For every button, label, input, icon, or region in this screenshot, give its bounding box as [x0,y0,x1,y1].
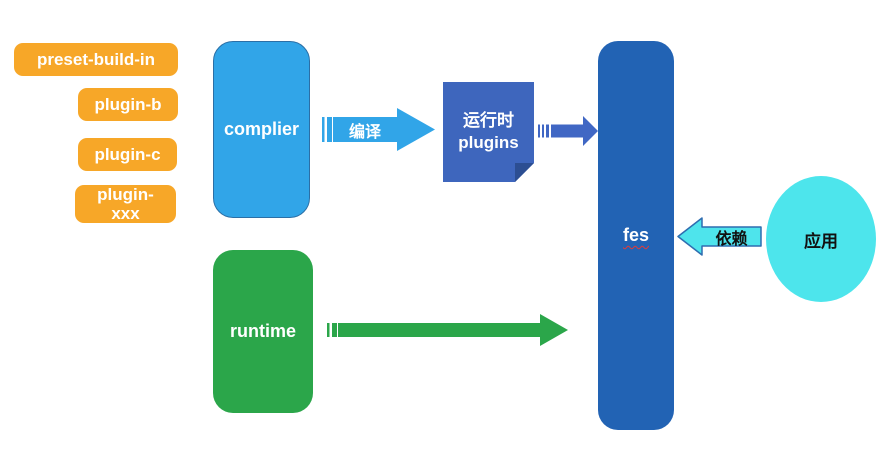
node-plugin-xxx: plugin- xxx [75,185,176,223]
compile-arrow-shape [322,108,435,151]
node-preset-build-in: preset-build-in [14,43,178,76]
note-folded-corner [515,163,534,182]
node-runtime: runtime [213,250,313,413]
node-app: 应用 [766,176,876,302]
node-plugin-c: plugin-c [78,138,177,171]
node-fes: fes [598,41,674,430]
runtime-to-fes-arrow [327,314,568,346]
app-label: 应用 [804,231,838,251]
runtime-plugins-label: 运行时 plugins [458,110,519,152]
runtime-to-fes-arrow-shape [327,314,568,346]
runtime-label: runtime [229,321,296,341]
node-plugin-b: plugin-b [78,88,178,121]
node-runtime-plugins: 运行时 plugins [443,82,534,182]
complier-label: complier [223,119,300,139]
fes-label: fes [622,225,649,245]
plugins-to-fes-arrow [538,116,598,146]
depend-arrow-shape [677,217,762,256]
depend-arrow: 依赖 [677,217,762,256]
plugins-to-fes-arrow-shape [538,116,598,146]
depend-arrow-label: 依赖 [715,230,748,248]
compile-arrow: 编译 [322,103,435,155]
node-complier: complier [213,41,310,218]
compile-arrow-label: 编译 [348,123,381,141]
